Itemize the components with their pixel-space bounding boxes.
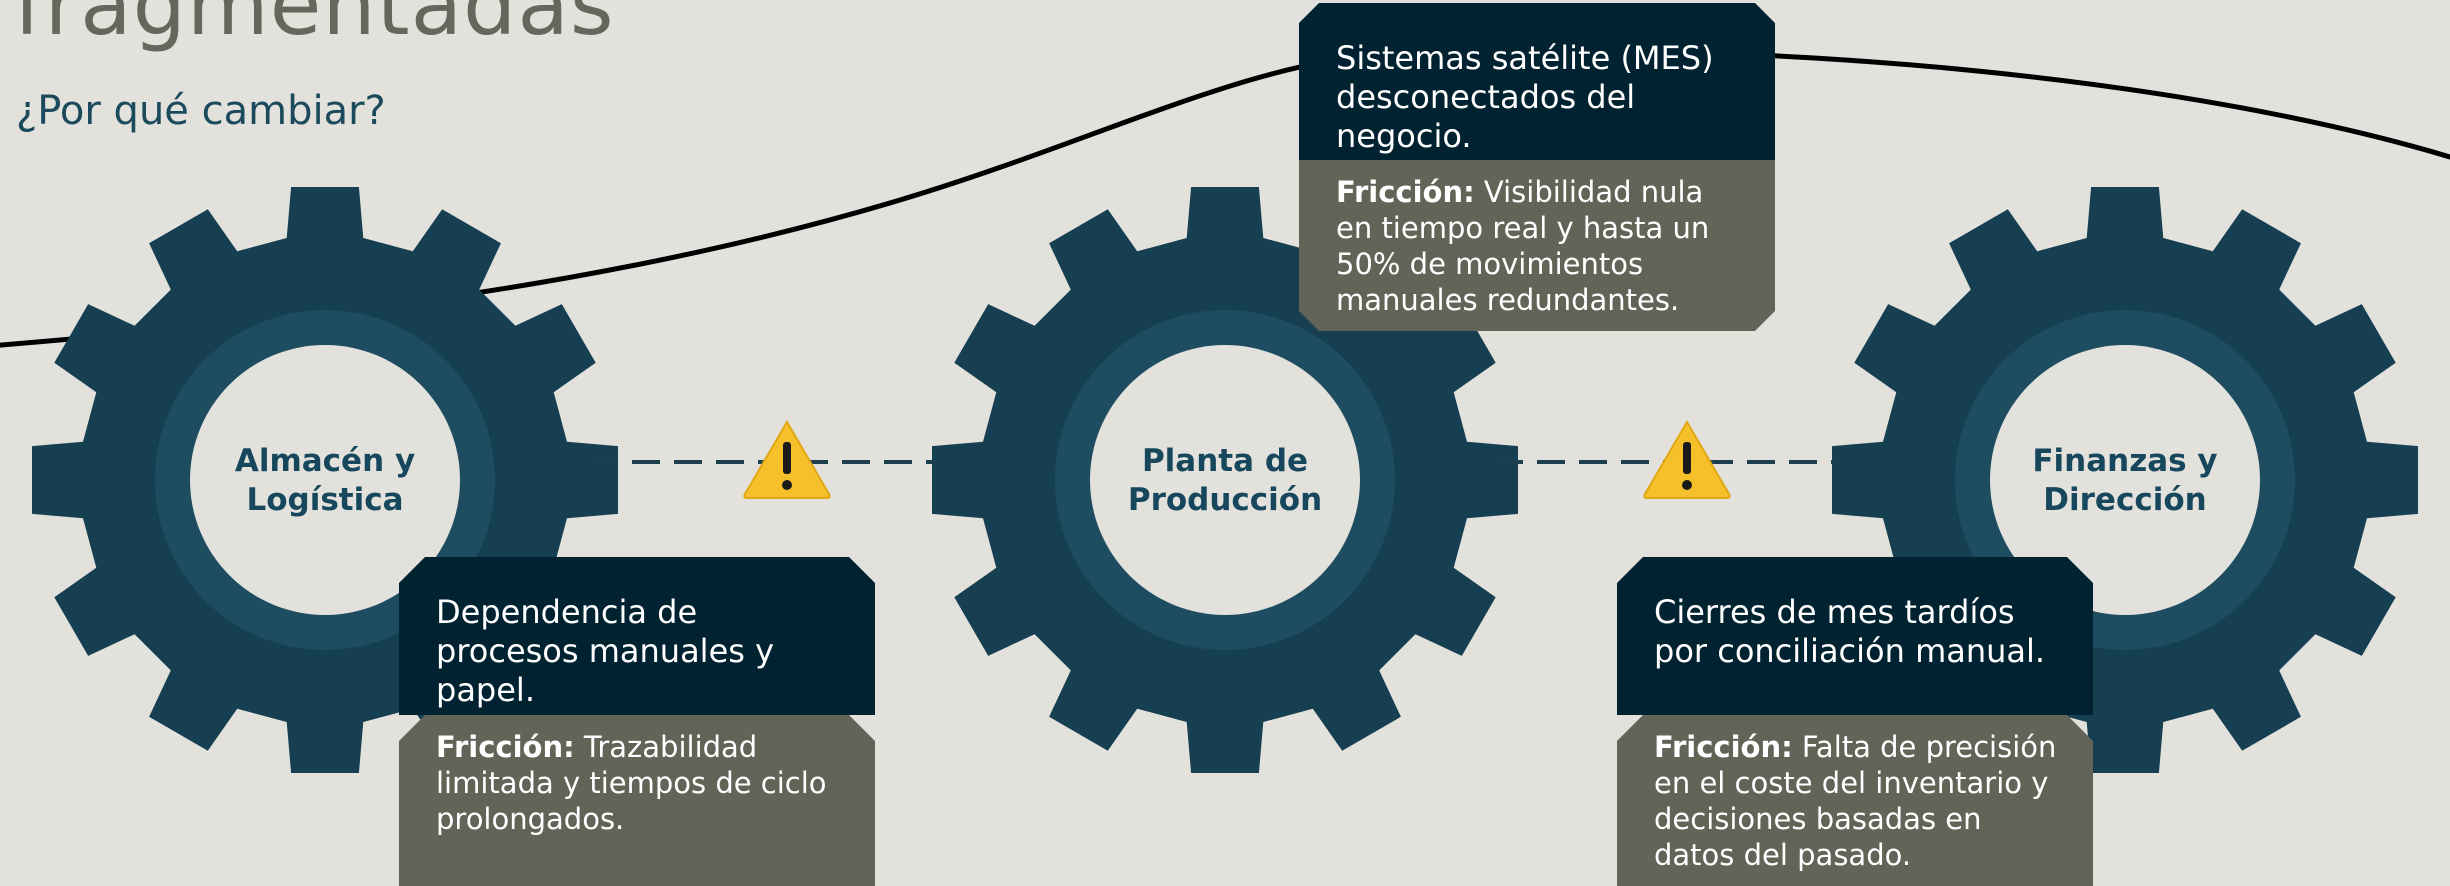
callout-friction: Fricción: Trazabilidad limitada y tiempo… — [399, 715, 875, 886]
callout-friction: Fricción: Falta de precisión en el coste… — [1617, 715, 2093, 886]
friction-text: Falta de precisión en el coste del inven… — [1654, 730, 2057, 872]
friction-label: Fricción: — [1654, 730, 1793, 764]
gear-label-almacen: Almacén y Logística — [234, 443, 416, 518]
callout-planta: Sistemas satélite (MES) desconectados de… — [1299, 3, 1775, 331]
problem-text: Sistemas satélite (MES) desconectados de… — [1336, 39, 1714, 155]
warning-triangle-icon — [743, 420, 831, 499]
warning-triangle-icon — [1643, 420, 1731, 499]
problem-text: Dependencia de procesos manuales y papel… — [436, 593, 775, 709]
page-title: fragmentadas — [14, 0, 615, 54]
problem-text: Cierres de mes tardíos por conciliación … — [1654, 593, 2046, 670]
callout-problem: Dependencia de procesos manuales y papel… — [399, 557, 875, 715]
gear-label-planta: Planta de Producción — [1127, 443, 1323, 518]
friction-text: Trazabilidad limitada y tiempos de ciclo… — [436, 730, 827, 836]
friction-text: Visibilidad nula en tiempo real y hasta … — [1336, 175, 1710, 317]
callout-almacen: Dependencia de procesos manuales y papel… — [399, 557, 875, 886]
gear-label-finanzas: Finanzas y Dirección — [2032, 443, 2218, 518]
callout-friction: Fricción: Visibilidad nula en tiempo rea… — [1299, 160, 1775, 331]
friction-label: Fricción: — [436, 730, 575, 764]
callout-problem: Cierres de mes tardíos por conciliación … — [1617, 557, 2093, 715]
friction-label: Fricción: — [1336, 175, 1475, 209]
page-subtitle: ¿Por qué cambiar? — [16, 88, 386, 134]
callout-finanzas: Cierres de mes tardíos por conciliación … — [1617, 557, 2093, 886]
callout-problem: Sistemas satélite (MES) desconectados de… — [1299, 3, 1775, 160]
